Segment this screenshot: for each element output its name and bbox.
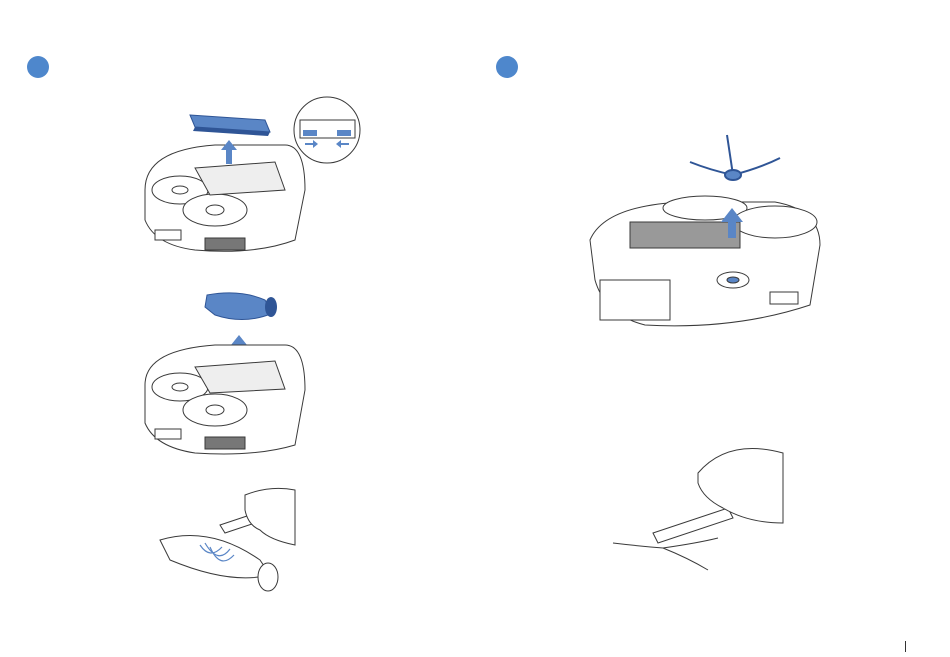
illustration-hold-side-brush xyxy=(608,438,788,578)
step-1-badge xyxy=(27,56,49,78)
side-brush-held xyxy=(613,538,718,570)
hand xyxy=(653,449,783,544)
step-2-badge xyxy=(496,56,518,78)
brush-guard-part xyxy=(190,115,270,136)
robot-vacuum-underside xyxy=(145,145,305,251)
robot-vacuum-underside xyxy=(590,196,820,326)
robot-vacuum-underside xyxy=(145,345,305,454)
illustration-clean-main-brush xyxy=(150,485,300,600)
illustration-remove-brush-guard xyxy=(135,90,370,260)
main-brush-part xyxy=(205,293,277,320)
main-brush-with-hair xyxy=(160,536,278,592)
cutting-tool-hand xyxy=(220,488,295,545)
side-brush-part xyxy=(690,135,780,180)
illustration-remove-side-brush xyxy=(585,130,825,335)
clip-detail-callout xyxy=(294,97,360,163)
page-number-mark xyxy=(905,641,906,652)
illustration-remove-main-brush xyxy=(135,285,315,460)
